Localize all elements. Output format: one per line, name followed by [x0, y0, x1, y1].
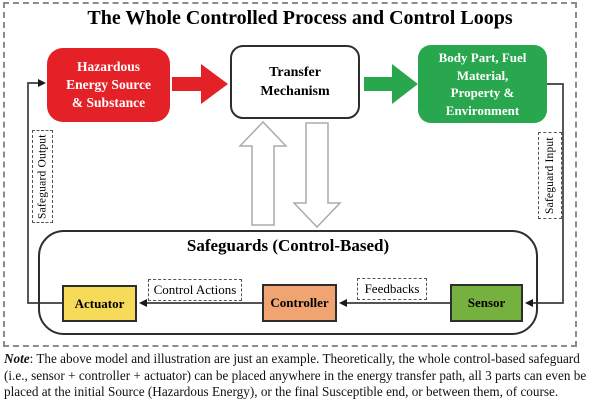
- note-paragraph: Note: The above model and illustration a…: [4, 351, 597, 401]
- safeguard-output-line: [27, 82, 62, 304]
- safeguard-input-line: [532, 83, 564, 304]
- hollow-up-arrow-icon: [238, 120, 288, 226]
- arrowhead-into-controller-icon: [339, 299, 347, 307]
- note-body: : The above model and illustration are j…: [4, 351, 587, 400]
- hollow-down-arrow-icon: [292, 122, 342, 229]
- hazardous-energy-source-box: Hazardous Energy Source & Substance: [47, 48, 170, 122]
- controller-box: Controller: [262, 284, 337, 322]
- actuator-box: Actuator: [62, 285, 137, 322]
- note-label: Note: [4, 351, 30, 366]
- outer-dashed-border: [3, 2, 577, 347]
- safeguards-title: Safeguards (Control-Based): [186, 236, 390, 255]
- energy-flow-arrow-green-icon: [364, 64, 418, 104]
- control-actions-label: Control Actions: [148, 279, 242, 301]
- feedbacks-label: Feedbacks: [357, 278, 427, 300]
- energy-flow-arrow-red-icon: [172, 64, 228, 104]
- susceptible-target-box: Body Part, Fuel Material, Property & Env…: [418, 45, 547, 123]
- safeguard-output-label: Safeguard Output: [32, 130, 53, 223]
- safeguard-input-label: Safeguard Input: [538, 132, 562, 219]
- sensor-box: Sensor: [450, 284, 523, 322]
- arrowhead-into-sensor-icon: [525, 299, 533, 307]
- transfer-mechanism-box: Transfer Mechanism: [230, 45, 360, 119]
- safeguards-container-box: [38, 230, 538, 335]
- diagram-title: The Whole Controlled Process and Control…: [87, 7, 513, 29]
- arrowhead-into-source-icon: [38, 79, 46, 87]
- arrowhead-into-actuator-icon: [139, 299, 147, 307]
